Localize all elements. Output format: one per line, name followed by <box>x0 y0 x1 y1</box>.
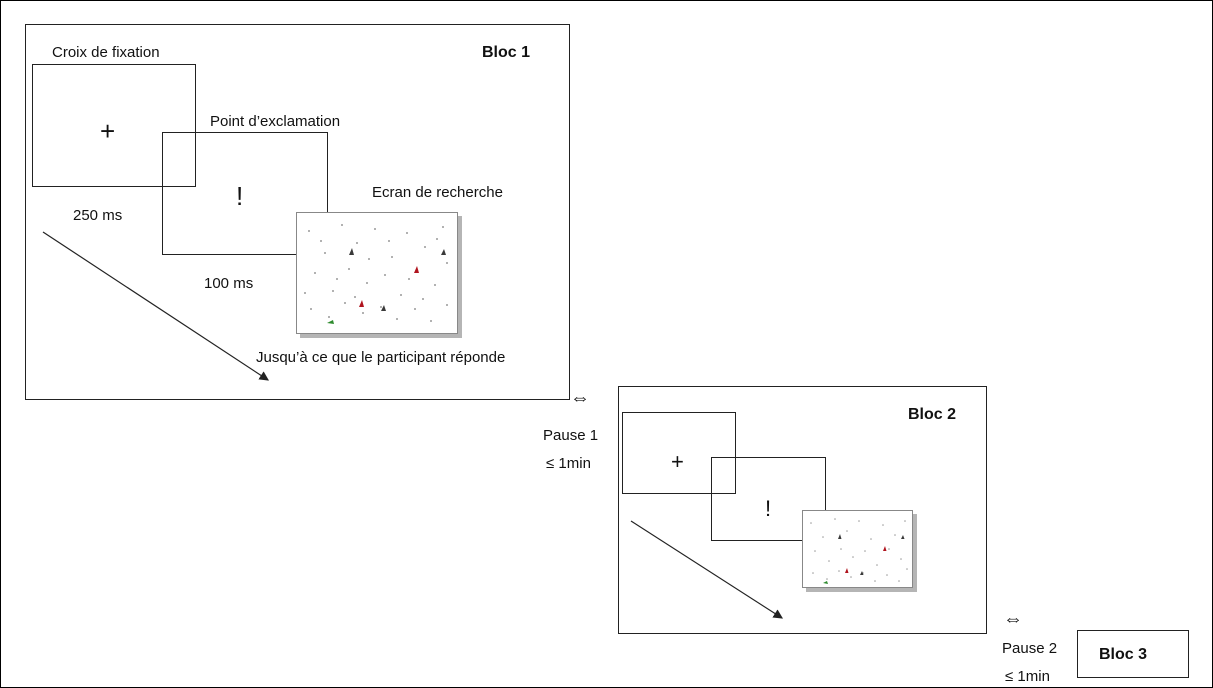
search-duration: Jusqu’à ce que le participant réponde <box>256 349 506 366</box>
fixation-cross: + <box>100 116 116 146</box>
bloc2-title: Bloc 2 <box>908 406 957 423</box>
pause1-duration: ≤ 1min <box>546 455 591 472</box>
bloc1-title: Bloc 1 <box>482 44 531 61</box>
exclamation-screen <box>162 132 328 255</box>
search-display <box>304 224 448 324</box>
pause2-label: Pause 2 <box>1002 640 1058 657</box>
bloc2-exclamation-screen <box>711 457 826 541</box>
fixation-screen <box>32 64 196 187</box>
pause2-duration: ≤ 1min <box>1005 668 1050 685</box>
bloc3-panel <box>1077 630 1189 678</box>
bloc2-search-display <box>810 518 908 584</box>
search-label: Ecran de recherche <box>372 184 503 201</box>
fixation-duration: 250 ms <box>73 207 123 224</box>
pause1-label: Pause 1 <box>543 427 599 444</box>
bloc1-time-arrow <box>42 231 270 381</box>
bloc2-search-screen <box>802 510 913 588</box>
exclamation-duration: 100 ms <box>204 275 254 292</box>
bloc1-panel <box>25 24 570 400</box>
bloc2-fixation-cross: + <box>671 449 684 474</box>
fixation-label: Croix de fixation <box>52 44 160 61</box>
bloc2-fixation-screen <box>622 412 736 494</box>
pause2-arrow: ⇔ <box>1003 608 1023 630</box>
exclamation-mark: ! <box>236 181 244 211</box>
exclamation-label: Point d’exclamation <box>210 113 341 130</box>
bloc2-exclamation-mark: ! <box>765 496 772 521</box>
search-screen <box>296 212 458 334</box>
bloc2-time-arrow <box>630 520 784 619</box>
pause1-arrow: ⇔ <box>570 387 590 409</box>
bloc3-title: Bloc 3 <box>1099 646 1148 663</box>
bloc2-panel <box>618 386 987 634</box>
